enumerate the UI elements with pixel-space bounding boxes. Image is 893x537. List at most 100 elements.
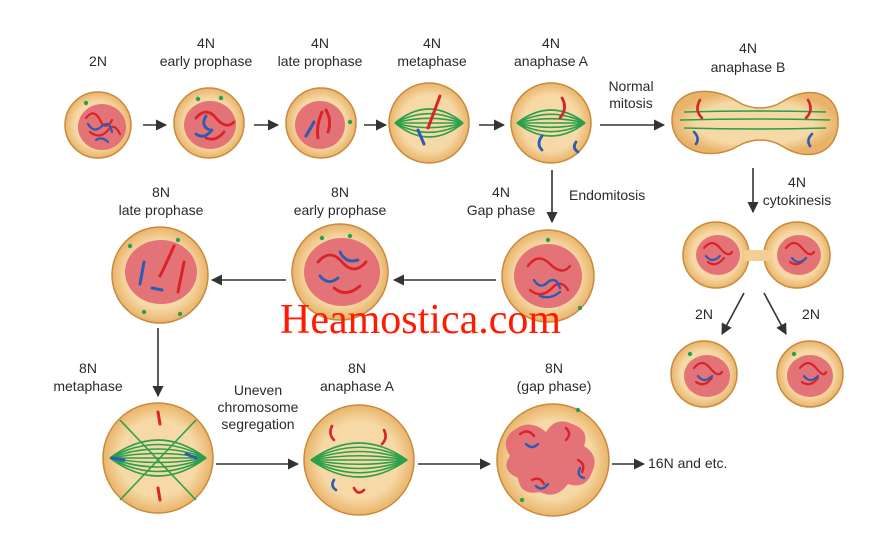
chromosome-red-anaA bbox=[558, 96, 566, 120]
label-g8-ploidy: 8N bbox=[545, 360, 563, 376]
chromosome-red-ep bbox=[194, 110, 236, 141]
chromosome-blue-anaB-2 bbox=[807, 132, 814, 148]
chromosome-red-8n-ep bbox=[316, 253, 368, 294]
spindle-anaphase-a-fiber bbox=[516, 109, 586, 124]
centrosome-8n-ep-2 bbox=[347, 233, 353, 239]
label-normal-mitosis: Normal mitosis bbox=[608, 78, 654, 111]
label-lp8-ploidy: 8N bbox=[152, 184, 170, 200]
spindle-anaphase-b-fiber bbox=[679, 118, 831, 121]
centrosome-2n bbox=[83, 100, 89, 106]
chromosome-red-lp bbox=[316, 110, 324, 140]
spindle-anaphase-a-fiber bbox=[516, 122, 586, 137]
chromosome-red-anaB-1 bbox=[696, 98, 704, 120]
label-ep8-stage: early prophase bbox=[293, 202, 387, 218]
nucleus-daughter-1 bbox=[684, 355, 730, 397]
chromatin-blue-2n bbox=[86, 122, 114, 144]
chromosome-blue-8n-meta-2 bbox=[184, 452, 198, 460]
chromosome-red-8n-ana-2 bbox=[380, 428, 387, 446]
spindle-8n-metaphase-fiber bbox=[109, 457, 207, 473]
spindle-metaphase-fiber bbox=[394, 112, 464, 124]
centrosome-8n-gap-1 bbox=[575, 407, 581, 413]
chromosome-blue-8n-meta-1 bbox=[110, 456, 126, 462]
centrosome-8n-lp-1 bbox=[127, 243, 133, 249]
centrosome-8n-lp-4 bbox=[177, 311, 183, 317]
label-c5-stage: anaphase A bbox=[514, 53, 588, 69]
label-m8-stage: metaphase bbox=[53, 378, 123, 394]
chromosome-blue-lp bbox=[304, 120, 316, 138]
chromosome-blue-8n-ep bbox=[318, 250, 360, 283]
chromatin-red-8n-gap bbox=[518, 426, 585, 486]
label-m8-ploidy: 8N bbox=[79, 360, 97, 376]
nucleus-8n-early-prophase bbox=[304, 238, 380, 306]
chromatin-red-d1 bbox=[692, 361, 724, 386]
chromatin-blue-4n-gap bbox=[532, 278, 562, 299]
spindle-8n-metaphase-fiber bbox=[109, 457, 207, 468]
nucleus-cyto-right bbox=[777, 235, 821, 275]
label-ep8-ploidy: 8N bbox=[331, 184, 349, 200]
spindle-8n-anaphase-a-fiber bbox=[310, 454, 408, 461]
centrosome-8n-lp-3 bbox=[141, 309, 147, 315]
label-lp8-stage: late prophase bbox=[118, 202, 204, 218]
spindle-8n-metaphase-fiber bbox=[109, 457, 207, 477]
arrow-to-daughter-1 bbox=[721, 292, 745, 335]
nucleus-cyto-left bbox=[696, 235, 740, 275]
watermark-text: Heamostica.com bbox=[280, 297, 562, 343]
centrosome-lp bbox=[347, 119, 353, 125]
label-c6-stage: anaphase B bbox=[710, 59, 786, 75]
label-c2-ploidy: 4N bbox=[197, 35, 215, 51]
spindle-8n-metaphase-fiber bbox=[109, 448, 207, 459]
centrosome-8n-lp-2 bbox=[175, 237, 181, 243]
spindle-8n-anaphase-a-fiber bbox=[310, 459, 408, 466]
spindle-8n-anaphase-a-fiber bbox=[310, 459, 408, 470]
chromosome-red-8n-ana-1 bbox=[329, 424, 336, 442]
chromosome-blue-meta bbox=[416, 128, 426, 146]
chromatin-red-cyto-l bbox=[702, 241, 734, 266]
spindle-anaphase-a-fiber bbox=[516, 117, 586, 124]
label-a8-ploidy: 8N bbox=[348, 360, 366, 376]
chromosome-blue-8n-lp bbox=[138, 260, 164, 292]
spindle-8n-anaphase-a-fiber bbox=[310, 442, 408, 461]
centrosome-ep-2 bbox=[218, 95, 224, 101]
spindle-metaphase-fiber bbox=[394, 108, 464, 124]
label-cyto-stage: cytokinesis bbox=[762, 192, 832, 208]
label-d2-ploidy: 2N bbox=[802, 306, 820, 322]
spindle-8n-anaphase-a-fiber bbox=[310, 459, 408, 478]
label-g8-stage: (gap phase) bbox=[516, 378, 592, 394]
label-c6-ploidy: 4N bbox=[739, 40, 757, 56]
label-c3-ploidy: 4N bbox=[311, 35, 329, 51]
spindle-8n-metaphase-fiber bbox=[109, 443, 207, 459]
label-gap-ploidy: 4N bbox=[492, 184, 510, 200]
centrosome-ep-1 bbox=[195, 96, 201, 102]
chromatin-blue-cyto-l bbox=[704, 254, 722, 262]
spindle-anaphase-a-fiber bbox=[516, 122, 586, 129]
chromosome-red-8n-meta-2 bbox=[156, 486, 162, 502]
label-c5-ploidy: 4N bbox=[542, 35, 560, 51]
chromosome-red-anaB-2 bbox=[804, 98, 812, 120]
spindle-metaphase-fiber bbox=[394, 122, 464, 134]
label-d1-ploidy: 2N bbox=[695, 306, 713, 322]
centrosome-4n-gap-2 bbox=[577, 305, 583, 311]
chromosome-blue-anaB-1 bbox=[692, 130, 699, 146]
chromosome-red-8n-meta-1 bbox=[156, 410, 162, 426]
spindle-8n-metaphase-fiber bbox=[109, 439, 207, 459]
label-c4-stage: metaphase bbox=[397, 53, 467, 69]
chromatin-blue-8n-gap bbox=[524, 442, 586, 490]
centrosome-8n-ep-1 bbox=[319, 235, 325, 241]
spindle-metaphase-fiber bbox=[394, 122, 464, 138]
chromatin-red-d2 bbox=[798, 361, 828, 386]
chromosome-red-lp-2 bbox=[324, 108, 332, 134]
label-16n: 16N and etc. bbox=[648, 455, 728, 471]
spindle-metaphase-fiber bbox=[394, 117, 464, 124]
chromosome-blue-anaA-2 bbox=[573, 140, 580, 154]
chromatin-blue-d1 bbox=[696, 374, 714, 382]
spindle-anaphase-a-fiber bbox=[516, 122, 586, 133]
label-c2-stage: early prophase bbox=[159, 53, 253, 69]
nucleus-8n-gap bbox=[505, 421, 595, 495]
chromosome-red-8n-lp bbox=[158, 244, 186, 294]
centrosome-8n-gap-2 bbox=[519, 497, 525, 503]
chromosome-blue-8n-ana bbox=[331, 478, 338, 492]
spindle-8n-anaphase-a-fiber bbox=[310, 450, 408, 461]
chromatin-red-4n-gap bbox=[526, 257, 572, 296]
